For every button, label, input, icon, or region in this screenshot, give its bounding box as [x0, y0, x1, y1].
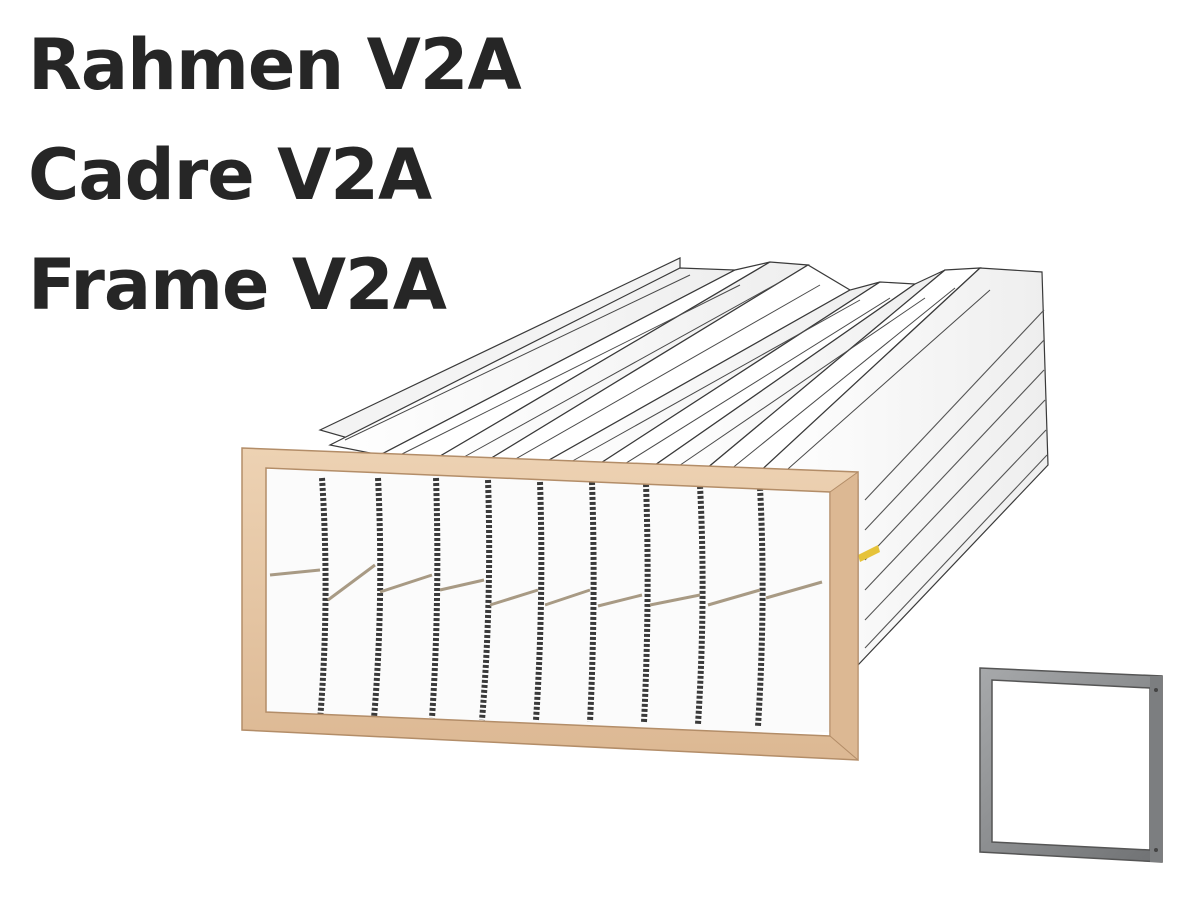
headline-line-french: Cadre V2A	[28, 134, 432, 216]
wooden-frame	[241, 447, 859, 762]
headline-line-german: Rahmen V2A	[28, 24, 522, 106]
stainless-steel-frame-inset	[979, 667, 1163, 863]
headline-line-english: Frame V2A	[28, 244, 447, 326]
filter-front-face	[265, 470, 830, 732]
headline: Rahmen V2A Cadre V2A Frame V2A	[28, 10, 588, 340]
